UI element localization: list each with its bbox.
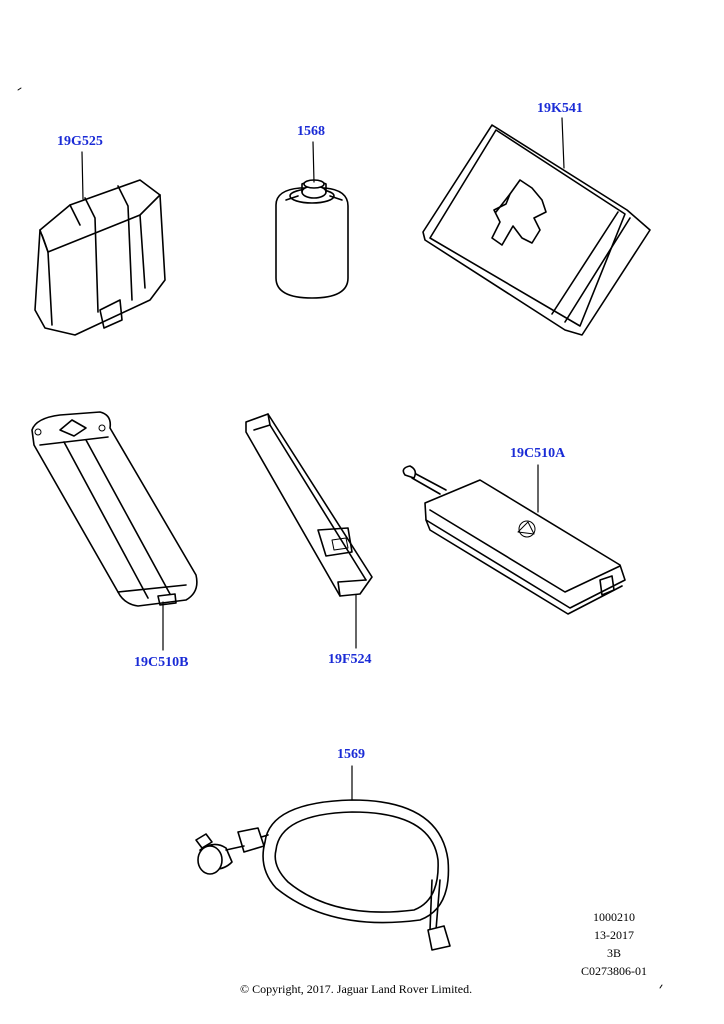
warning-triangle-case-drawing (402, 464, 626, 615)
part-label-19F524: 19F524 (328, 652, 372, 667)
bottle-drawing (275, 141, 349, 299)
hose-drawing (195, 765, 451, 951)
corner-mark (17, 87, 22, 91)
ref-revision: 3B (606, 946, 621, 960)
ref-number: 1000210 (593, 910, 635, 924)
copyright-notice: © Copyright, 2017. Jaguar Land Rover Lim… (240, 982, 473, 996)
ref-date: 13-2017 (594, 928, 634, 942)
pouch-drawing (31, 411, 198, 651)
tool-kit-box-drawing (34, 151, 166, 336)
ref-code: C0273806-01 (581, 964, 647, 978)
part-label-19C510A: 19C510A (510, 446, 566, 461)
corner-mark (659, 984, 663, 989)
first-aid-kit-drawing (422, 117, 651, 336)
part-label-1569: 1569 (337, 747, 365, 762)
tow-eye-bar-drawing (245, 413, 373, 649)
part-label-1568: 1568 (297, 124, 325, 139)
part-label-19C510B: 19C510B (134, 655, 189, 670)
part-label-19G525: 19G525 (57, 134, 103, 149)
part-label-19K541: 19K541 (537, 101, 583, 116)
